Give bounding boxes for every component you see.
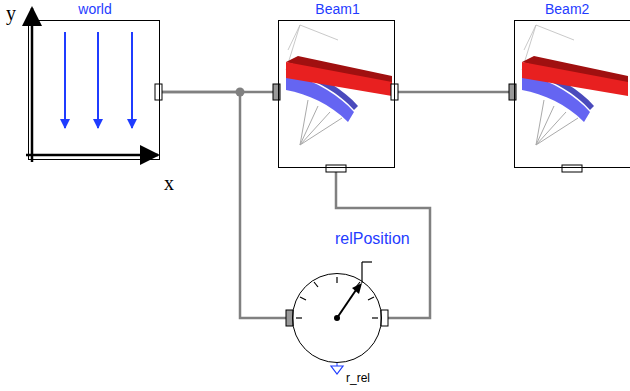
frame-port — [381, 310, 388, 326]
connection-wire — [336, 168, 430, 318]
dial-marker — [362, 261, 372, 262]
component-name: Beam1 — [315, 1, 359, 17]
beam-icon — [286, 25, 392, 145]
junction-dot — [236, 88, 245, 97]
axis-label: y — [6, 2, 16, 25]
beam-icon — [522, 25, 628, 145]
dial-needle — [337, 290, 356, 318]
world-box: world — [28, 20, 160, 160]
axis-label: x — [164, 172, 174, 195]
gravity-arrow — [97, 32, 99, 128]
gravity-arrow — [64, 32, 66, 128]
gravity-arrow — [131, 32, 133, 128]
dial-marker — [361, 262, 362, 283]
y-axis — [31, 8, 34, 162]
x-axis — [26, 154, 158, 157]
frame-port — [326, 165, 346, 172]
dial-hub — [334, 315, 340, 321]
beam-box: Beam2 — [514, 20, 630, 168]
beam-box: Beam1 — [278, 20, 395, 168]
output-port — [331, 366, 343, 374]
dial-ticks — [296, 277, 378, 318]
sensor-dial: relPosition — [292, 273, 382, 363]
frame-port — [562, 165, 582, 172]
connection-wire — [160, 92, 292, 318]
component-name: world — [78, 1, 111, 17]
needle-tip — [352, 283, 362, 294]
signal-name: r_rel — [346, 371, 370, 385]
connection-wire — [395, 91, 514, 94]
frame-port — [155, 84, 162, 100]
component-name: Beam2 — [545, 1, 589, 17]
component-name: relPosition — [335, 230, 410, 248]
